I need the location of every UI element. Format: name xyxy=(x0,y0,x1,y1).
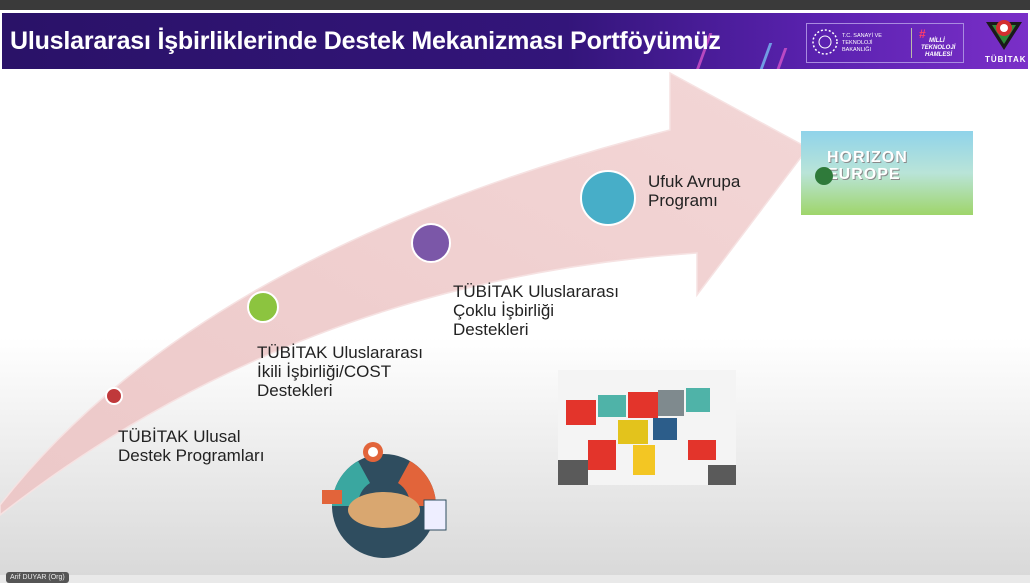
tubitak-wordmark: TÜBİTAK xyxy=(985,55,1027,64)
horizon-europe-image: HORIZON EUROPE xyxy=(801,131,973,215)
label-line: Programı xyxy=(648,191,718,210)
step-marker-4 xyxy=(580,170,636,226)
svg-text:TEKNOLOJİ: TEKNOLOJİ xyxy=(921,44,956,51)
svg-text:HAMLESİ: HAMLESİ xyxy=(925,51,952,58)
step-marker-3 xyxy=(411,223,451,263)
label-line: TÜBİTAK Ulusal xyxy=(118,427,241,446)
slide-title: Uluslararası İşbirliklerinde Destek Meka… xyxy=(10,27,721,55)
slide-header: Uluslararası İşbirliklerinde Destek Meka… xyxy=(2,13,1028,69)
horizon-europe-logo-text: HORIZON EUROPE xyxy=(827,149,908,183)
tubitak-logo-icon xyxy=(986,20,1022,50)
presenter-name-tag: Arif DUYAR (Org) xyxy=(6,572,69,583)
step-marker-1 xyxy=(105,387,123,405)
label-line: Destekleri xyxy=(453,320,529,339)
step-label-national: TÜBİTAK Ulusal Destek Programları xyxy=(118,427,264,465)
label-line: Ufuk Avrupa xyxy=(648,172,741,191)
label-line: TÜBİTAK Uluslararası xyxy=(453,282,619,301)
presentation-slide: Uluslararası İşbirliklerinde Destek Meka… xyxy=(0,10,1030,583)
step-label-horizon: Ufuk Avrupa Programı xyxy=(648,172,740,210)
step-marker-2 xyxy=(247,291,279,323)
step-label-multilateral: TÜBİTAK Uluslararası Çoklu İşbirliği Des… xyxy=(453,282,619,339)
svg-text:#: # xyxy=(919,28,926,41)
label-line: İkili İşbirliği/COST xyxy=(257,362,392,381)
label-line: Destek Programları xyxy=(118,446,265,465)
label-line: TÜBİTAK Uluslararası xyxy=(257,343,423,362)
ministry-emblem-icon xyxy=(812,29,838,55)
ministry-name: T.C. SANAYİ VE TEKNOLOJİ BAKANLIĞI xyxy=(842,33,882,53)
puzzle-world-map-image xyxy=(558,370,736,485)
window-top-bar xyxy=(0,0,1030,10)
step-label-bilateral: TÜBİTAK Uluslararası İkili İşbirliği/COS… xyxy=(257,343,423,400)
svg-text:MİLLİ: MİLLİ xyxy=(929,37,945,44)
label-line: Destekleri xyxy=(257,381,333,400)
label-line: Çoklu İşbirliği xyxy=(453,301,555,320)
handshake-illustration xyxy=(322,442,447,558)
